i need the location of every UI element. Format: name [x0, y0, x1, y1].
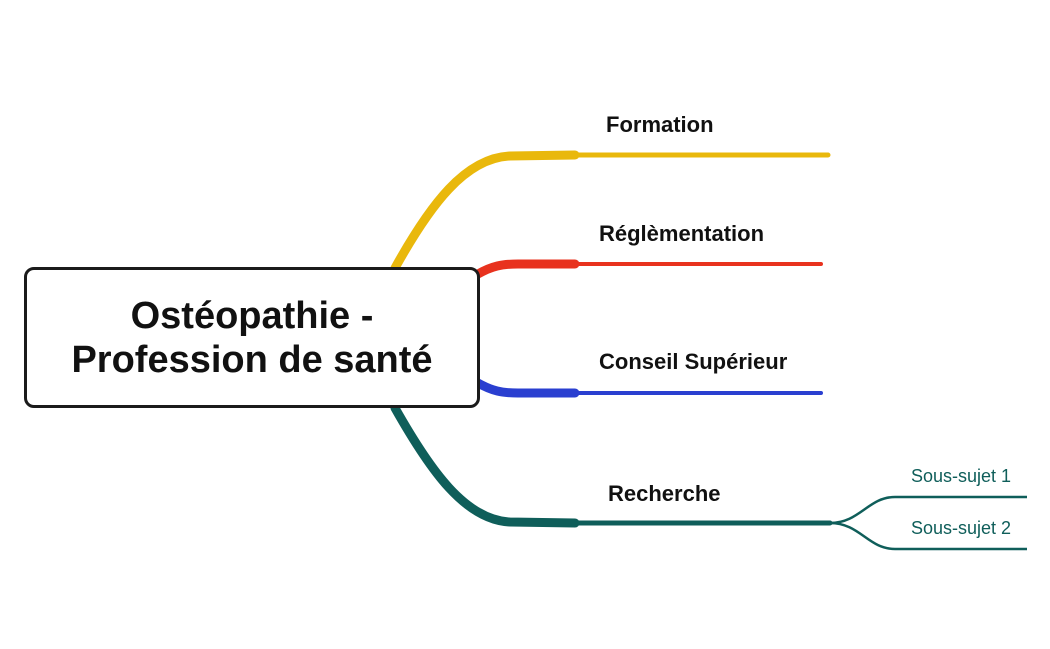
subtopic-label-1[interactable]: Sous-sujet 1 — [911, 466, 1012, 486]
branch-connector-conseil-thick — [473, 378, 580, 398]
branch-connector-formation — [392, 152, 831, 271]
subtopic-label-2[interactable]: Sous-sujet 2 — [911, 518, 1012, 538]
central-topic-label: Ostéopathie - Profession de santé — [71, 294, 432, 382]
subtopic-connector-2 — [829, 521, 1027, 551]
branch-label-formation[interactable]: Formation — [606, 112, 714, 137]
subtopic-connector-1 — [829, 495, 1027, 525]
branch-label-conseil-superieur[interactable]: Conseil Supérieur — [599, 349, 788, 374]
branch-label-reglementation[interactable]: Réglèmentation — [599, 221, 765, 246]
branch-connector-recherche-thick — [390, 403, 580, 528]
branch-connector-formation-thick — [390, 150, 580, 273]
central-topic[interactable]: Ostéopathie - Profession de santé — [24, 267, 480, 408]
branch-connector-reglementation-thick — [473, 259, 580, 279]
central-topic-line-2: Profession de santé — [71, 338, 433, 381]
central-topic-line-1: Ostéopathie - — [130, 294, 374, 337]
branch-label-recherche[interactable]: Recherche — [608, 481, 721, 506]
